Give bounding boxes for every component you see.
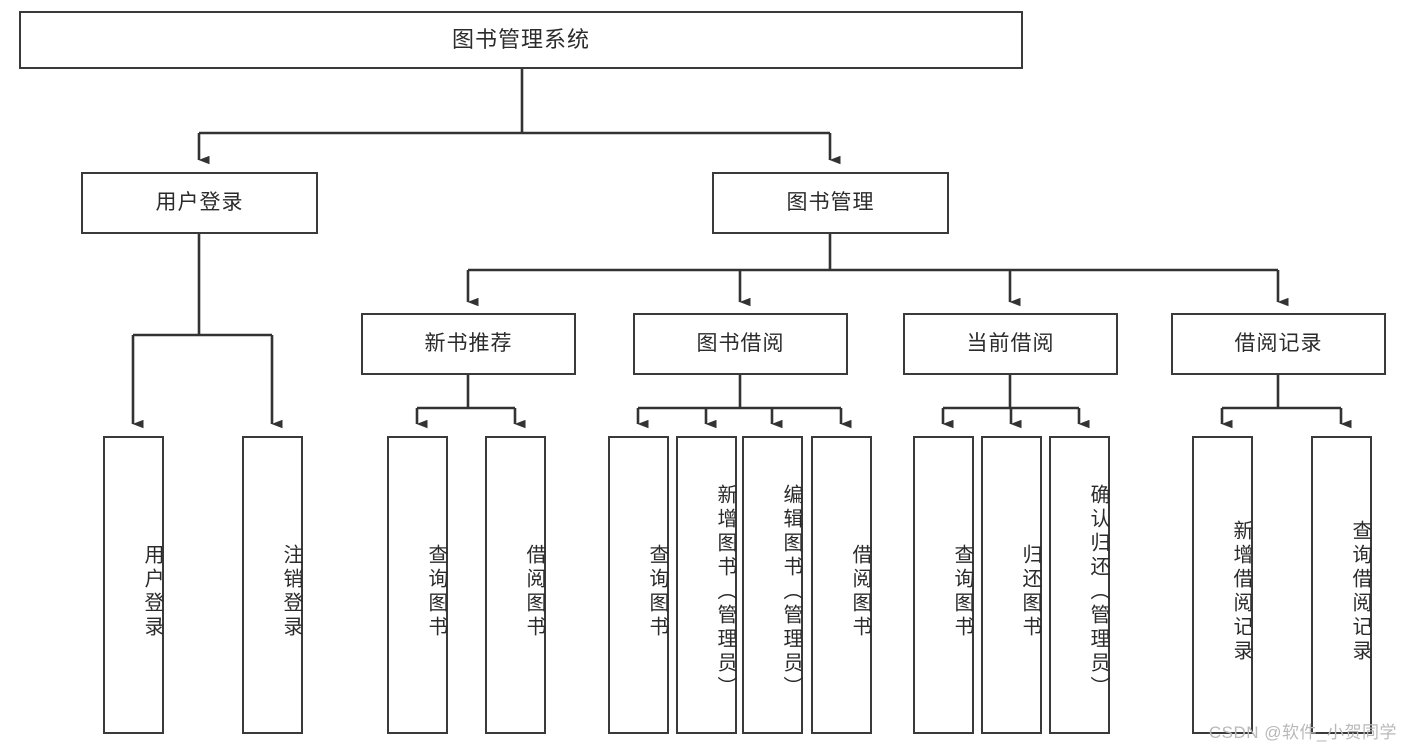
leaf-book-borrow-query[interactable]: 查询图书	[608, 436, 669, 734]
leaf-borrow-record-add[interactable]: 新增借阅记录	[1192, 436, 1253, 734]
watermark: CSDN @软件_小贺同学	[1208, 723, 1397, 742]
leaf-book-borrow-borrow[interactable]: 借阅图书	[811, 436, 872, 734]
node-label: 图书管理系统	[451, 26, 590, 52]
leaf-user-login-logout[interactable]: 注销登录	[242, 436, 303, 734]
node-label: 编辑图书（管理员）	[780, 484, 802, 700]
leaf-current-borrow-confirm-return[interactable]: 确认归还（管理员）	[1049, 436, 1110, 734]
node-label: 注销登录	[280, 544, 302, 640]
leaf-book-borrow-edit[interactable]: 编辑图书（管理员）	[742, 436, 803, 734]
node-label: 确认归还（管理员）	[1087, 484, 1109, 700]
node-label: 新书推荐	[424, 332, 513, 356]
leaf-book-borrow-add[interactable]: 新增图书（管理员）	[676, 436, 737, 734]
node-label: 查询图书	[646, 544, 668, 640]
node-label: 查询图书	[951, 544, 973, 640]
node-root-system[interactable]: 图书管理系统	[19, 11, 1023, 69]
node-label: 用户登录	[155, 191, 244, 215]
node-label: 归还图书	[1019, 544, 1041, 640]
leaf-current-borrow-query[interactable]: 查询图书	[913, 436, 974, 734]
leaf-new-book-query[interactable]: 查询图书	[387, 436, 448, 734]
node-current-borrow[interactable]: 当前借阅	[903, 313, 1118, 375]
node-label: 借阅记录	[1234, 332, 1323, 356]
leaf-user-login-login[interactable]: 用户登录	[103, 436, 164, 734]
node-label: 图书借阅	[696, 332, 785, 356]
node-label: 新增借阅记录	[1230, 520, 1252, 664]
node-label: 图书管理	[786, 191, 875, 215]
node-label: 查询图书	[425, 544, 447, 640]
node-label: 当前借阅	[966, 332, 1055, 356]
node-book-management[interactable]: 图书管理	[712, 172, 949, 234]
node-borrow-record[interactable]: 借阅记录	[1171, 313, 1386, 375]
node-new-book-recommend[interactable]: 新书推荐	[361, 313, 576, 375]
node-label: 借阅图书	[849, 544, 871, 640]
node-book-borrow[interactable]: 图书借阅	[633, 313, 848, 375]
node-label: 查询借阅记录	[1349, 520, 1371, 664]
node-label: 借阅图书	[523, 544, 545, 640]
node-label: 用户登录	[141, 544, 163, 640]
leaf-current-borrow-return[interactable]: 归还图书	[981, 436, 1042, 734]
leaf-borrow-record-query[interactable]: 查询借阅记录	[1311, 436, 1372, 734]
node-user-login[interactable]: 用户登录	[81, 172, 318, 234]
leaf-new-book-borrow[interactable]: 借阅图书	[485, 436, 546, 734]
node-label: 新增图书（管理员）	[714, 484, 736, 700]
